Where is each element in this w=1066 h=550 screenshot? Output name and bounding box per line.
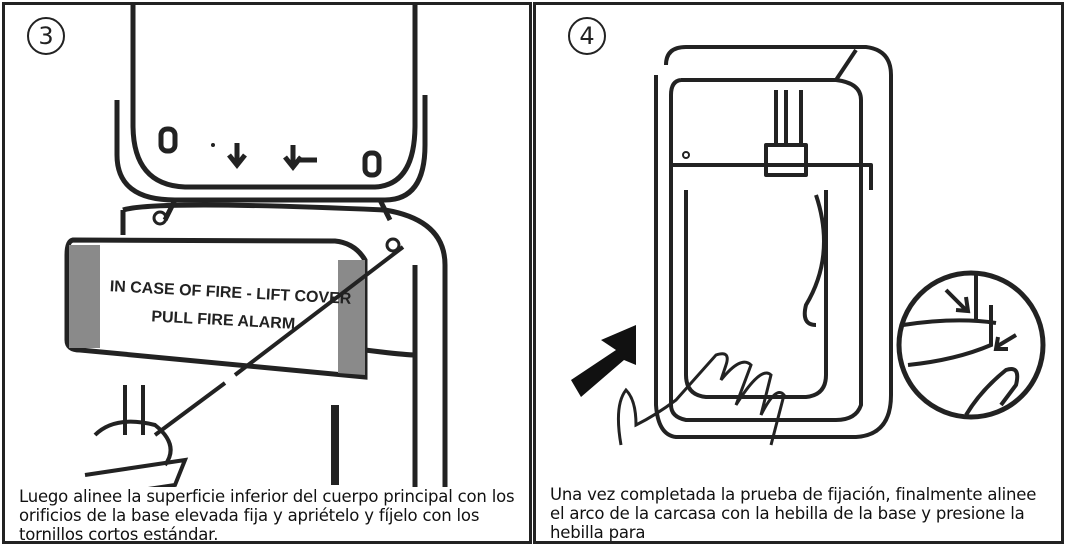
step-4-panel: 4 Una vez completada la prueba de fijaci… [533,2,1064,544]
step-3-caption: Luego alinee la superficie inferior del … [19,487,519,541]
step-4-illustration [571,45,1046,446]
step-3-illustration: IN CASE OF FIRE - LIFT COVER PULL FIRE A… [64,5,448,541]
step-3-panel: IN CASE OF FIRE - LIFT COVER PULL FIRE A… [2,2,532,544]
step-4-caption: Una vez completada la prueba de fijación… [550,485,1050,541]
step-4-number: 4 [568,17,606,55]
step-3-number: 3 [27,17,65,55]
